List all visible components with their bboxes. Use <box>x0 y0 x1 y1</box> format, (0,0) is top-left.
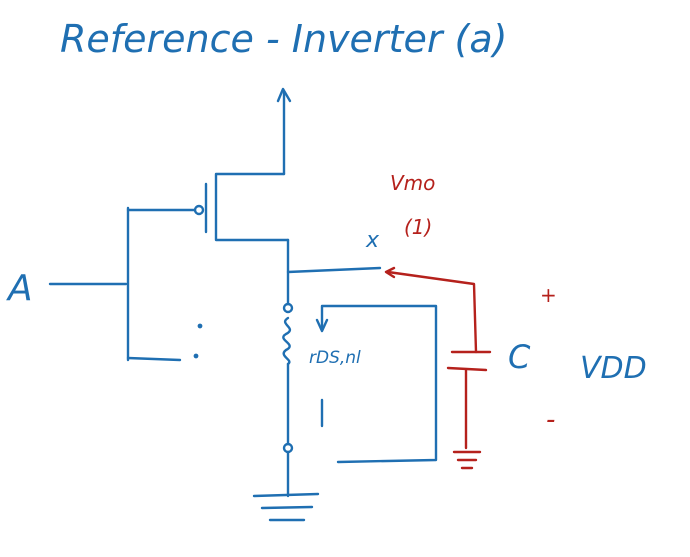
ground-bar-2 <box>260 505 314 510</box>
blue-circuit <box>48 87 438 522</box>
gate-wire-bottom <box>126 356 182 362</box>
current-loop <box>320 304 438 464</box>
plus-label: + <box>540 283 557 307</box>
capacitor-label: C <box>508 338 531 376</box>
ink-dot <box>197 323 203 329</box>
red-arrow <box>384 266 396 279</box>
red-circuit <box>384 266 492 470</box>
one-label: (1) <box>404 215 432 239</box>
vdd-label: VDD <box>580 351 647 386</box>
red-wire-top <box>386 270 478 354</box>
pmos-channel <box>214 172 290 242</box>
node-label: x <box>365 228 380 253</box>
supply-arrow <box>276 87 292 103</box>
ground-bar-1 <box>252 492 320 498</box>
output-wire <box>286 266 382 274</box>
capacitor-plate-bottom <box>446 366 488 372</box>
resistor-top-terminal <box>282 302 294 314</box>
input-label: A <box>6 268 33 309</box>
rds-label: rDS,nl <box>309 348 361 368</box>
current-arrow <box>315 318 329 333</box>
diagram-title: Reference - Inverter (a) <box>60 17 507 61</box>
minus-label: - <box>546 405 555 435</box>
vmo-label: Vmo <box>390 171 435 195</box>
ink-dot <box>193 353 199 359</box>
resistor-symbol <box>282 316 292 366</box>
